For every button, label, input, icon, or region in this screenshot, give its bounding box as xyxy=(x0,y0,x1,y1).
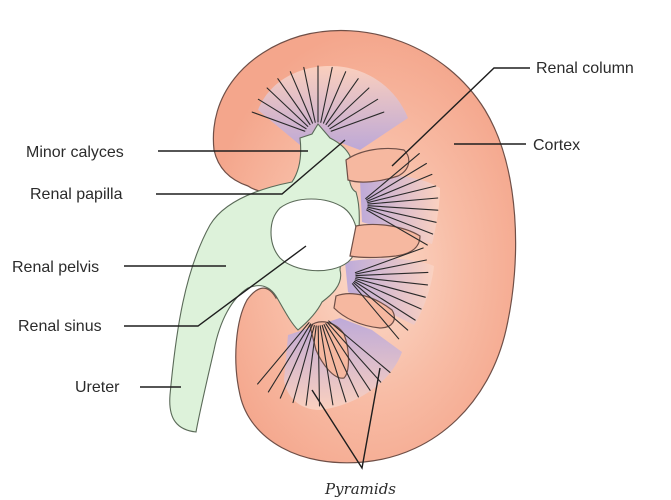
label-cortex: Cortex xyxy=(533,137,580,154)
label-ureter: Ureter xyxy=(75,379,120,396)
label-pyramids: Pyramids xyxy=(324,480,396,498)
label-renal-papilla: Renal papilla xyxy=(30,186,123,203)
renal-sinus xyxy=(271,199,357,271)
label-renal-column: Renal column xyxy=(536,60,634,77)
label-renal-sinus: Renal sinus xyxy=(18,318,102,335)
label-renal-pelvis: Renal pelvis xyxy=(12,259,99,276)
label-minor-calyces: Minor calyces xyxy=(26,144,124,161)
